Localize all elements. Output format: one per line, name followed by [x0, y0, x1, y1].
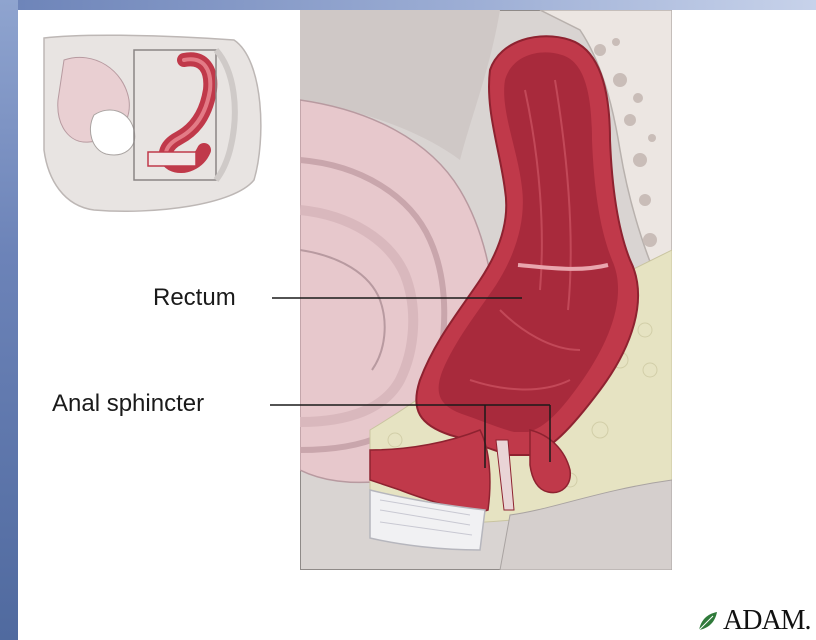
anal-sphincter-label: Anal sphincter — [52, 390, 204, 418]
left-border — [0, 0, 18, 640]
leaf-icon — [695, 608, 721, 634]
rectum-cross-section-illustration — [300, 10, 672, 570]
rectum-label: Rectum — [153, 284, 236, 312]
adam-logo: ADAM. — [695, 606, 811, 636]
top-border — [0, 0, 816, 10]
logo-text: ADAM. — [723, 605, 811, 637]
locator-thumbnail — [34, 30, 266, 220]
